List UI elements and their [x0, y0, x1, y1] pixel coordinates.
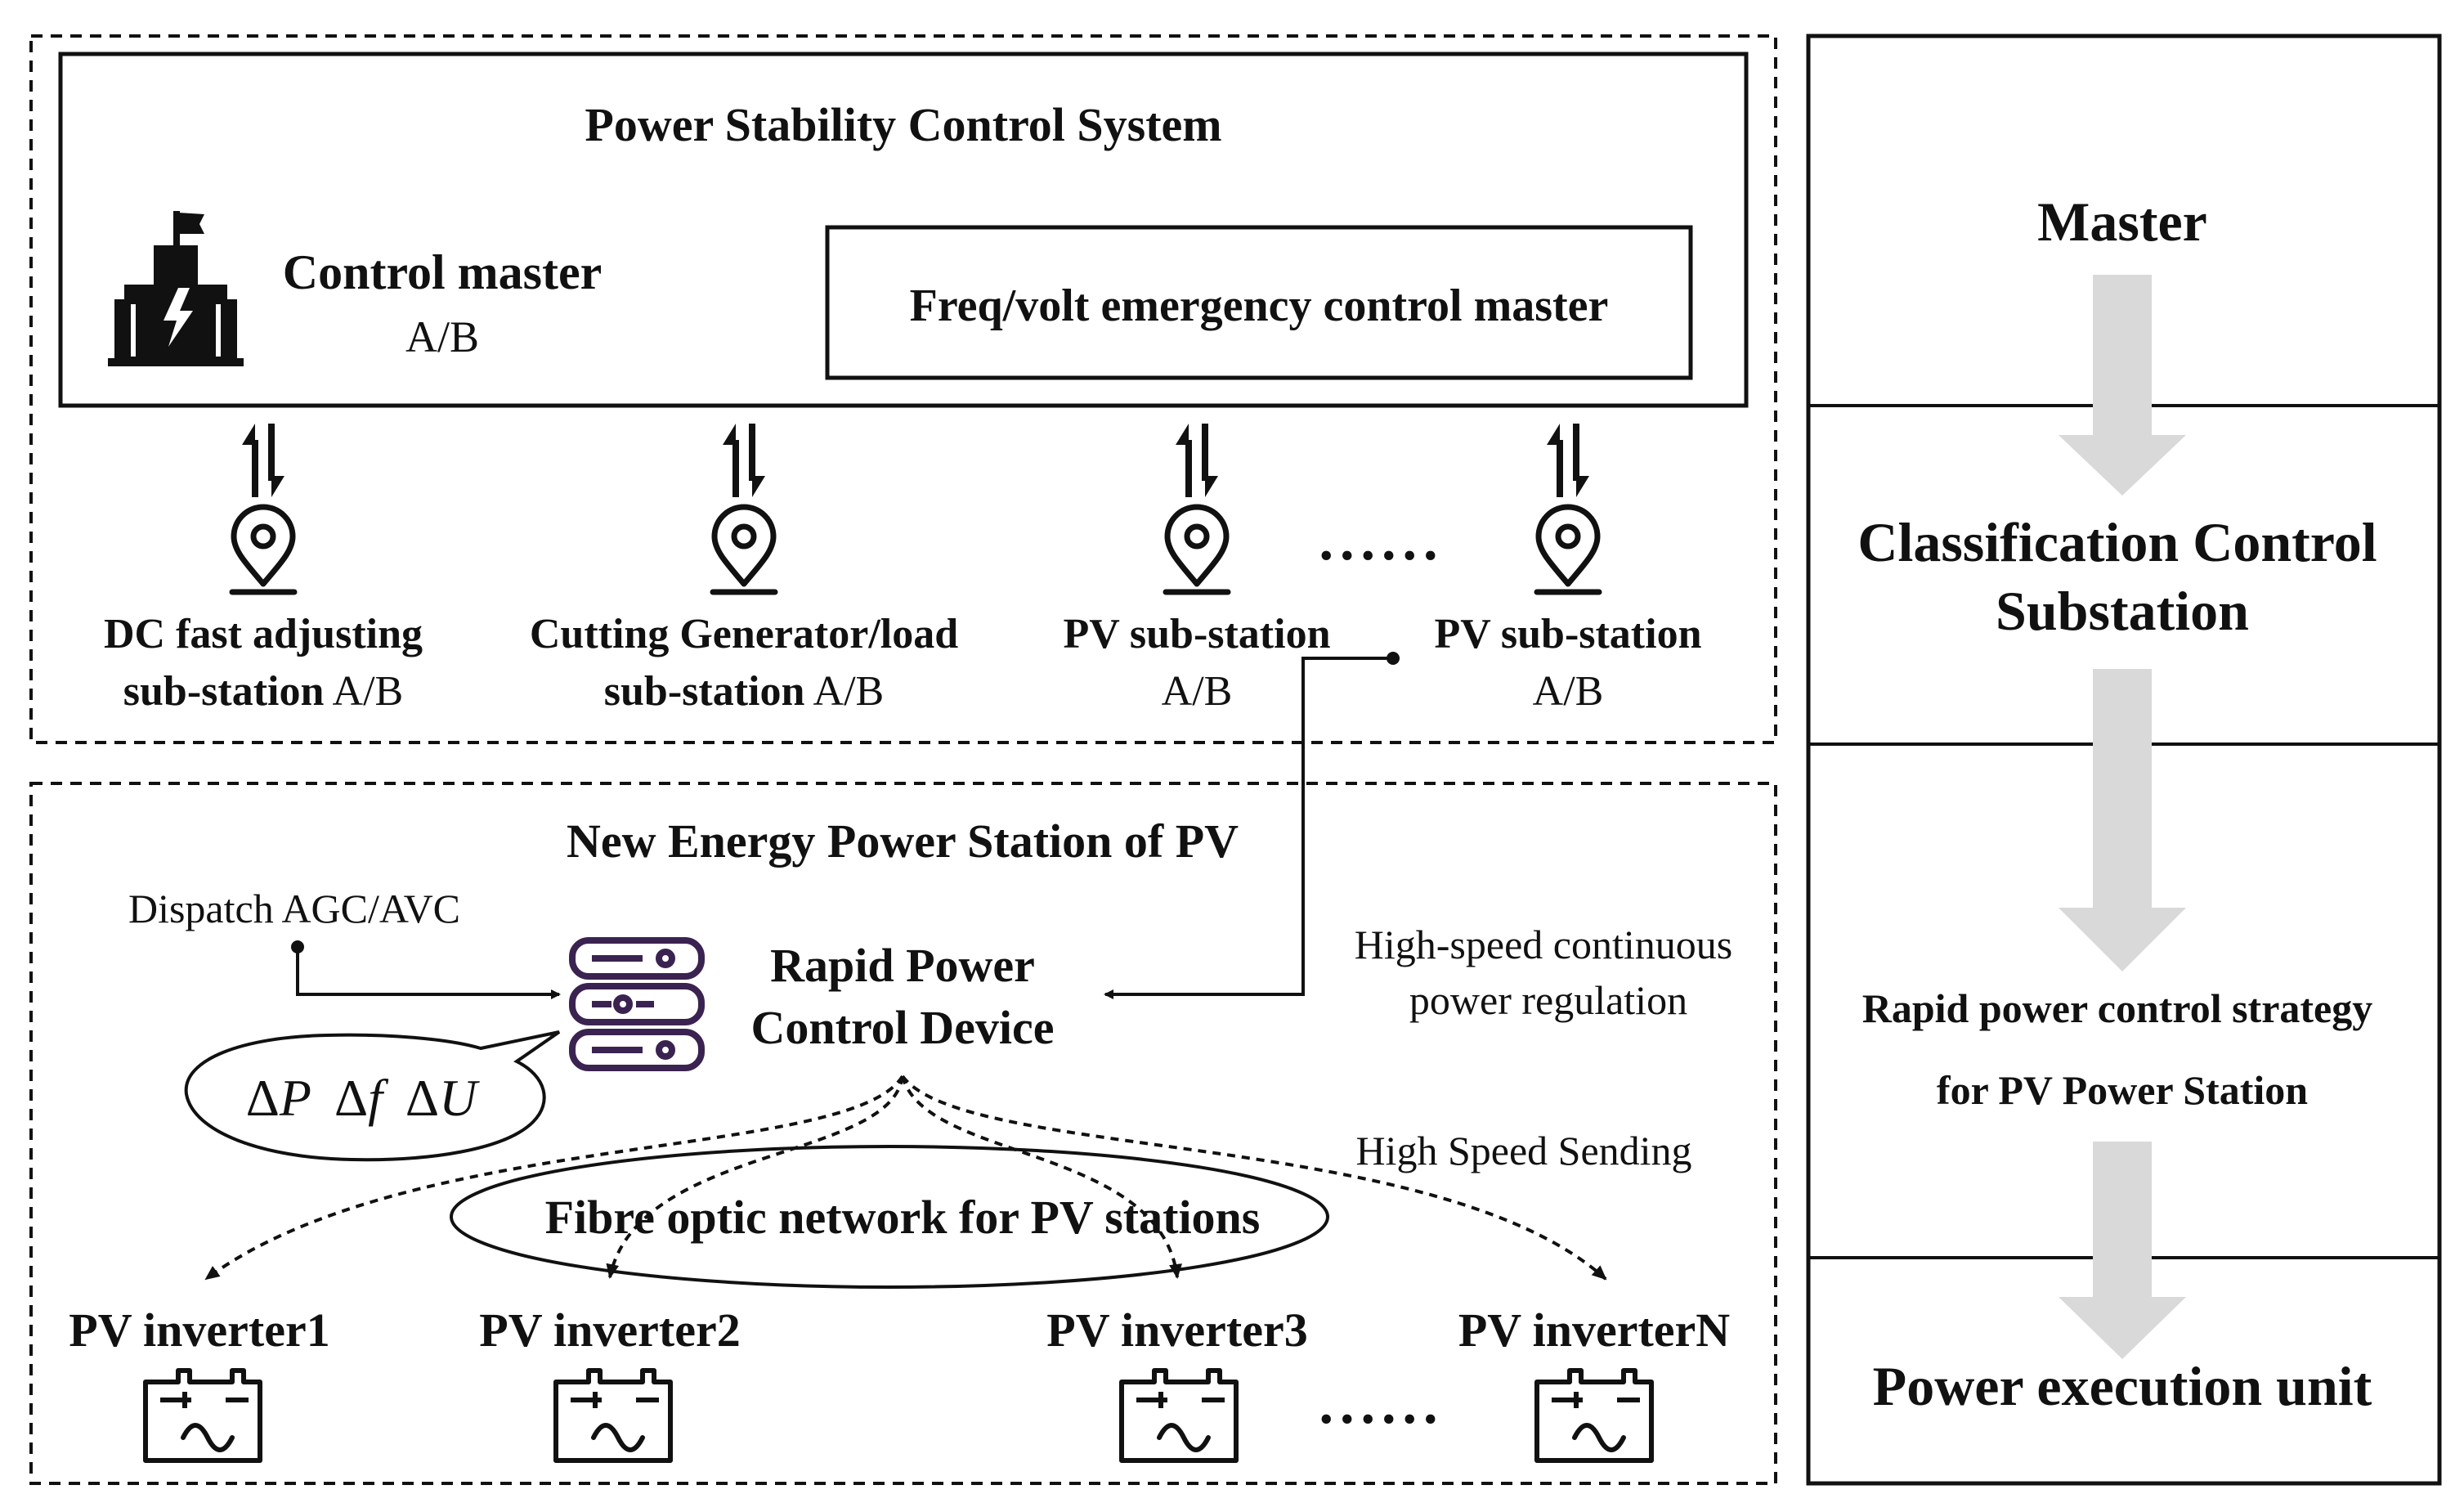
- device-label-line2: Control Device: [751, 1001, 1055, 1054]
- sending-label: High Speed Sending: [1355, 1128, 1691, 1173]
- deltas-bubble: [184, 1030, 561, 1162]
- battery-inverter-icon: [1537, 1371, 1651, 1460]
- battery-inverter-icon: [556, 1371, 670, 1460]
- substation-2-line2: sub-station A/B: [604, 668, 884, 715]
- inverter-1-label: PV inverter1: [69, 1303, 329, 1357]
- substation-4-line1: PV sub-station: [1434, 611, 1701, 657]
- battery-inverter-icon: [1122, 1371, 1236, 1460]
- level-master: Master: [2037, 191, 2207, 253]
- control-master-sub: A/B: [405, 312, 479, 361]
- substation-1-line2-suffix: A/B: [324, 668, 403, 715]
- map-pin-icon: [1537, 507, 1599, 592]
- bidirectional-arrows-icon: [1176, 424, 1218, 497]
- map-pin-icon: [713, 507, 775, 592]
- substation-3-line2: A/B: [1162, 668, 1233, 715]
- control-master-label: Control master: [283, 245, 602, 299]
- pv-station-region: [29, 782, 1777, 1485]
- fibre-network-label: Fibre optic network for PV stations: [545, 1191, 1261, 1244]
- substation-4-line2: A/B: [1533, 668, 1604, 715]
- map-pin-icon: [1166, 507, 1228, 592]
- substation-1-line2-bold: sub-station: [123, 668, 325, 715]
- power-building-icon: [108, 211, 244, 366]
- hierarchy-column: Master Classification Control Substation…: [1806, 34, 2442, 1486]
- emergency-master-box: [825, 225, 1693, 380]
- stability-system-title: Power Stability Control System: [585, 98, 1221, 151]
- level-classification-line1: Classification Control: [1857, 511, 2377, 573]
- battery-inverter-icon: [146, 1371, 260, 1460]
- device-label-line1: Rapid Power: [770, 939, 1035, 992]
- substation-ellipsis: ......: [1319, 509, 1445, 572]
- substation-3-line1: PV sub-station: [1063, 611, 1330, 657]
- regulation-line2: power regulation: [1409, 977, 1687, 1023]
- substation-1-line2: sub-station A/B: [123, 668, 403, 715]
- pv-station-title: New Energy Power Station of PV: [567, 814, 1239, 868]
- stability-system-box: [58, 52, 1749, 408]
- dispatch-to-device-link: [296, 947, 561, 999]
- delta-u: U: [439, 1069, 480, 1127]
- bidirectional-arrows-icon: [1547, 424, 1589, 497]
- level-flow-arrows: [2059, 275, 2186, 1359]
- substation-2-line2-suffix: A/B: [804, 668, 884, 715]
- delta-p: P: [279, 1069, 311, 1127]
- substation-1-line1: DC fast adjusting: [104, 611, 423, 657]
- dispatch-label: Dispatch AGC/AVC: [128, 886, 460, 931]
- level-classification-line2: Substation: [1996, 580, 2249, 642]
- stability-system-region: [29, 34, 1777, 744]
- regulation-line1: High-speed continuous: [1355, 922, 1732, 967]
- inverter-ellipsis: ......: [1319, 1373, 1445, 1436]
- bidirectional-arrows-icon: [723, 424, 765, 497]
- map-pin-icon: [232, 507, 294, 592]
- delta-f: f: [368, 1069, 389, 1127]
- high-speed-sending-links: [204, 1075, 1607, 1281]
- level-strategy-line2: for PV Power Station: [1937, 1067, 2308, 1113]
- fibre-network-ellipse: [450, 1145, 1329, 1289]
- server-rack-icon: [569, 937, 705, 1071]
- bidirectional-arrows-icon: [242, 424, 284, 497]
- inverter-2-label: PV inverter2: [479, 1303, 740, 1357]
- level-strategy-line1: Rapid power control strategy: [1862, 985, 2373, 1031]
- substation-2-line1: Cutting Generator/load: [530, 611, 958, 657]
- substation-2-line2-bold: sub-station: [604, 668, 805, 715]
- inverter-n-label: PV inverterN: [1458, 1303, 1730, 1357]
- pv-substation-to-device-link: [1104, 657, 1393, 999]
- level-execution: Power execution unit: [1873, 1355, 2372, 1417]
- emergency-master-label: Freq/volt emergency control master: [910, 280, 1609, 331]
- inverter-3-label: PV inverter3: [1046, 1303, 1307, 1357]
